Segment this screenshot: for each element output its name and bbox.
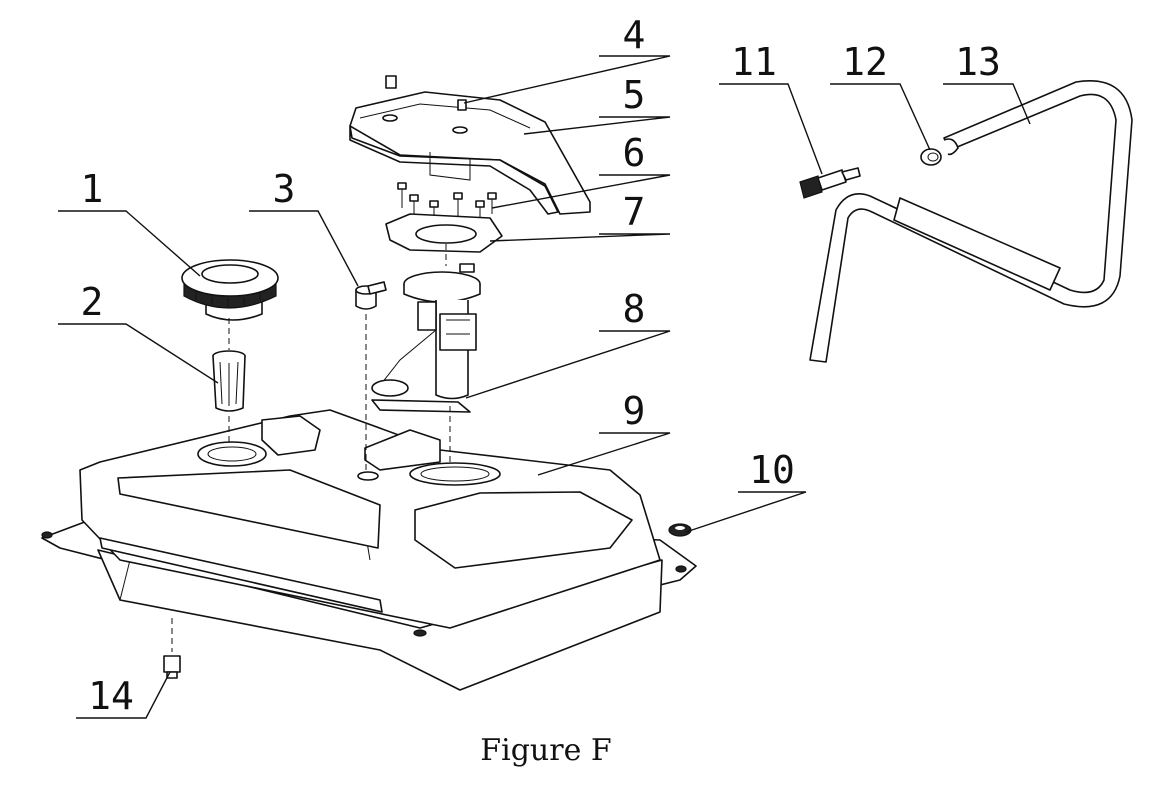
callout-labels: 1 2 3 4 5 6 7 8 9 10 11 12 13 14 <box>81 13 1001 718</box>
assembly-center-lines <box>171 244 451 652</box>
callout-9: 9 <box>623 389 646 433</box>
callout-12: 12 <box>842 40 888 84</box>
vent-fitting <box>355 281 387 310</box>
flange-screws <box>397 182 497 222</box>
hose-clamp <box>920 148 942 166</box>
fuel-cap <box>181 259 279 321</box>
callout-7: 7 <box>623 190 646 234</box>
callout-10: 10 <box>749 448 795 492</box>
callout-4: 4 <box>623 13 646 57</box>
fuel-pump-assembly <box>371 263 481 413</box>
grommet <box>668 523 692 537</box>
fuel-tank <box>41 409 697 691</box>
callout-1: 1 <box>81 167 104 211</box>
figure-caption: Figure F <box>480 733 611 768</box>
callout-8: 8 <box>623 287 646 331</box>
callout-13: 13 <box>955 40 1001 84</box>
callout-3: 3 <box>273 167 296 211</box>
callout-5: 5 <box>623 73 646 117</box>
drain-bolt <box>163 655 181 679</box>
fuel-hose <box>809 80 1133 363</box>
pump-gasket <box>385 213 503 253</box>
filler-strainer <box>212 350 246 412</box>
leader-lines <box>58 55 1031 719</box>
pump-cover <box>349 91 591 215</box>
quick-connector <box>799 167 861 199</box>
callout-2: 2 <box>81 280 104 324</box>
callout-11: 11 <box>731 40 777 84</box>
callout-6: 6 <box>623 131 646 175</box>
callout-14: 14 <box>88 674 134 718</box>
